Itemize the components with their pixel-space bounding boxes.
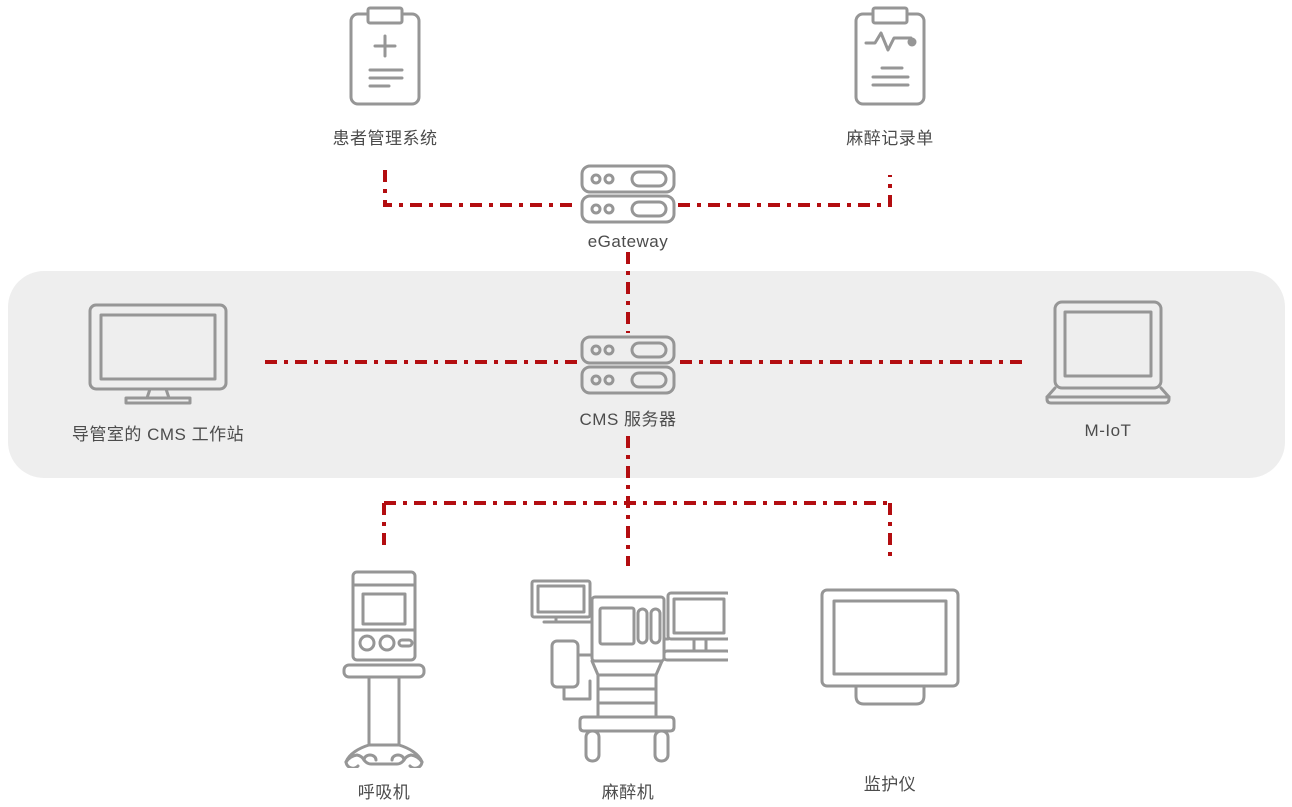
ventilator-icon <box>339 570 429 768</box>
node-patient-monitor: 监护仪 <box>820 588 960 795</box>
desktop-monitor-icon <box>88 303 228 405</box>
link-patientmgmt-egateway <box>383 170 578 207</box>
node-label: 患者管理系统 <box>332 129 438 148</box>
node-label: M-IoT <box>1084 421 1132 440</box>
link-egateway-anesthesiarecord <box>678 175 892 207</box>
node-label: 麻醉机 <box>601 783 655 802</box>
node-miot: M-IoT <box>1033 300 1183 441</box>
node-label: 导管室的 CMS 工作站 <box>71 425 245 444</box>
clipboard-waveform-icon <box>848 6 932 110</box>
node-cms-workstation: 导管室的 CMS 工作站 <box>72 303 244 445</box>
node-cms-server: CMS 服务器 <box>580 335 676 430</box>
node-anesthesia-record: 麻醉记录单 <box>846 6 934 149</box>
node-label: 麻醉记录单 <box>846 129 934 148</box>
anesthesia-machine-icon <box>528 575 728 767</box>
node-label: 呼吸机 <box>357 783 411 802</box>
node-label: eGateway <box>587 232 669 251</box>
laptop-icon <box>1033 300 1183 405</box>
node-patient-mgmt: 患者管理系统 <box>333 6 437 149</box>
node-label: CMS 服务器 <box>579 410 677 429</box>
node-label: 监护仪 <box>863 775 917 794</box>
server-icon <box>580 164 676 224</box>
node-egateway: eGateway <box>580 164 676 252</box>
node-anesthesia-machine: 麻醉机 <box>528 575 728 803</box>
server-icon <box>580 335 676 395</box>
patient-monitor-icon <box>820 588 960 708</box>
clipboard-plus-icon <box>343 6 427 110</box>
node-ventilator: 呼吸机 <box>339 570 429 803</box>
